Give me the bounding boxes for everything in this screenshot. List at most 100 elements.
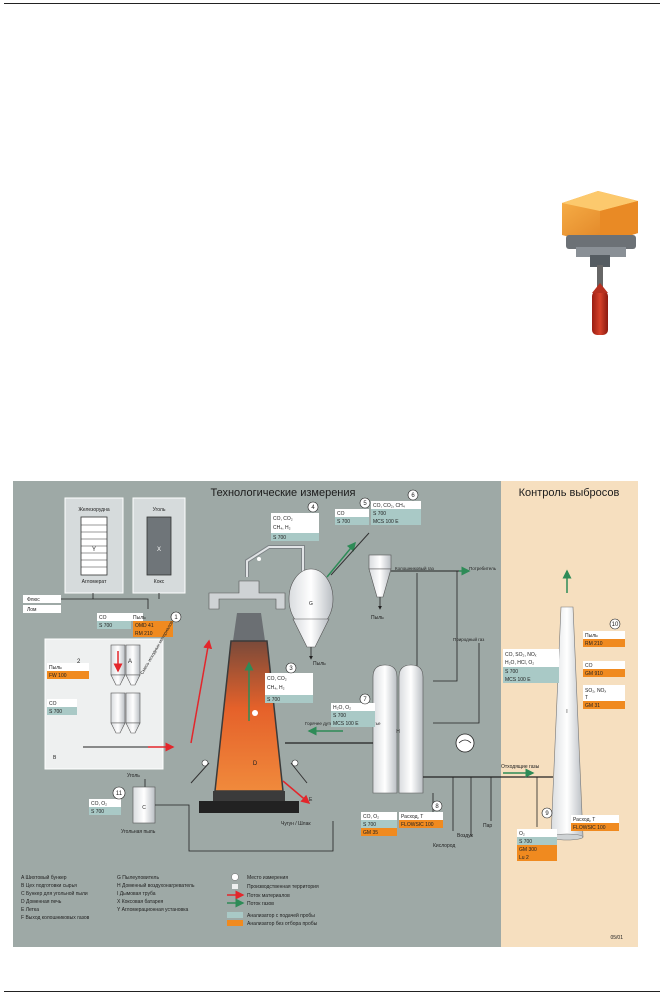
- svg-text:GM 300: GM 300: [519, 847, 537, 853]
- svg-text:T: T: [585, 695, 588, 701]
- svg-text:FW 100: FW 100: [49, 673, 67, 679]
- legend-left-2: C Бункер для угольной пыли: [21, 890, 88, 897]
- legend: A Шихтовый бункер B Цех подготовки сырья…: [21, 873, 319, 927]
- svg-text:H: H: [396, 729, 400, 735]
- cyclone: Пыль: [368, 554, 392, 621]
- top-rule: [4, 3, 660, 4]
- coal-dust-label: Угольная пыль: [121, 829, 156, 835]
- measurement-point-3: CO, CO₂ CH₄, H₂ S 700 3: [265, 662, 313, 703]
- svg-text:S 700: S 700: [99, 623, 112, 629]
- svg-text:O₂: O₂: [519, 831, 525, 837]
- svg-text:G: G: [309, 601, 313, 607]
- oxygen-label: Кислород: [433, 843, 455, 849]
- top-gas-label: Колошниковый газ: [395, 565, 434, 571]
- plant-area-legend-icon: [232, 884, 238, 889]
- svg-text:Пыль: Пыль: [585, 633, 598, 639]
- flux-label: Флюс: [27, 597, 40, 603]
- svg-text:CO, SO₂, NOₓ: CO, SO₂, NOₓ: [505, 652, 537, 658]
- svg-text:11: 11: [116, 791, 123, 797]
- diagram-code: 05/01: [610, 935, 623, 941]
- svg-text:CO: CO: [585, 663, 593, 669]
- dust-g-label: Пыль: [313, 661, 326, 667]
- fan-icon: [455, 733, 475, 753]
- svg-text:CH₄, H₂: CH₄, H₂: [267, 685, 285, 691]
- measurement-point-2b: CO S 700: [47, 699, 77, 715]
- sinter-label: Агломерат: [82, 579, 107, 585]
- svg-text:S 700: S 700: [373, 511, 386, 517]
- svg-text:RM 210: RM 210: [135, 631, 153, 637]
- air-label: Воздух: [457, 833, 474, 839]
- blast-furnace-diagram: Технологические измерения Контроль выбро…: [13, 481, 638, 947]
- svg-text:S 700: S 700: [333, 713, 346, 719]
- svg-text:Расход, T: Расход, T: [401, 814, 423, 820]
- svg-text:Пыль: Пыль: [49, 665, 62, 671]
- svg-text:CO, O₂: CO, O₂: [91, 801, 107, 807]
- svg-text:S 700: S 700: [505, 669, 518, 675]
- legend-mid-3: X Коксовая батарея: [117, 899, 163, 905]
- legend-mid-2: I Дымовая труба: [117, 891, 156, 897]
- svg-text:OMD 41: OMD 41: [135, 623, 154, 629]
- svg-text:1: 1: [174, 615, 178, 621]
- svg-text:CO, CO₂: CO, CO₂: [267, 676, 287, 682]
- measurement-point-4: CO, CO₂ CH₄, H₂ S 700 4: [271, 501, 319, 541]
- steam-label: Пар: [483, 823, 492, 829]
- svg-text:CH₄, H₂: CH₄, H₂: [273, 525, 291, 531]
- legend-right-5: Анализатор без отбора пробы: [247, 921, 318, 927]
- measurement-point-10c: CO GM 910: [583, 661, 625, 677]
- svg-text:MCS 100 E: MCS 100 E: [505, 677, 531, 683]
- coal-bunker-title: Уголь: [127, 773, 140, 779]
- svg-text:CO, O₂: CO, O₂: [363, 814, 379, 820]
- svg-text:Расход, T: Расход, T: [573, 817, 595, 823]
- measurement-point-9: O₂ S 700 GM 300 Lu 2 Расход, T FLOWSIC 1…: [517, 777, 619, 861]
- point-2-number: 2: [77, 659, 81, 665]
- svg-text:4: 4: [311, 505, 315, 511]
- emissions-title: Контроль выбросов: [519, 487, 620, 499]
- extractive-analyzer-swatch: [227, 912, 243, 918]
- legend-right-1: Производственная территория: [247, 884, 319, 890]
- svg-text:GM 31: GM 31: [585, 703, 600, 709]
- svg-text:H₂O, O₂: H₂O, O₂: [333, 705, 351, 711]
- coke-label: Кокс: [154, 579, 165, 585]
- svg-text:7: 7: [363, 697, 367, 703]
- legend-left-4: E Летка: [21, 907, 39, 913]
- legend-mid-4: Y Агломерационная установка: [117, 907, 189, 913]
- legend-right-3: Поток газов: [247, 901, 274, 907]
- probe-photo: [540, 185, 655, 340]
- measurement-point-8: CO, O₂ S 700 GM 35 Расход, T FLOWSIC 100…: [361, 800, 443, 836]
- svg-text:S 700: S 700: [273, 535, 286, 541]
- svg-text:FLOWSIC 100: FLOWSIC 100: [401, 822, 434, 828]
- legend-mid-0: G Пылеуловитель: [117, 875, 159, 881]
- svg-text:9: 9: [545, 811, 549, 817]
- consumer-label: Потребитель: [469, 566, 497, 571]
- measurement-point-11: CO, O₂ S 700 11: [89, 786, 126, 815]
- measurement-point-5: CO S 700 5: [335, 497, 371, 525]
- measurement-point-legend-icon: [231, 873, 239, 881]
- measurement-point-7: H₂O, O₂ S 700 MCS 100 E 7: [331, 693, 375, 727]
- svg-text:Пыль: Пыль: [133, 615, 146, 621]
- svg-text:C: C: [142, 805, 146, 811]
- measurement-point-10b: CO, SO₂, NOₓ H₂O, HCl, O₂ S 700 MCS 100 …: [503, 649, 559, 683]
- svg-text:FLOWSIC 100: FLOWSIC 100: [573, 825, 606, 831]
- measurement-point-6: CO, CO₂, CH₄ S 700 MCS 100 E 6: [371, 489, 421, 525]
- svg-text:GM 35: GM 35: [363, 830, 378, 836]
- legend-left-1: B Цех подготовки сырья: [21, 883, 77, 889]
- insitu-analyzer-swatch: [227, 920, 243, 926]
- scrap-label: Лом: [27, 607, 37, 613]
- bunker-A-letter: A: [128, 659, 132, 665]
- legend-left-0: A Шихтовый бункер: [21, 874, 67, 881]
- svg-text:S 700: S 700: [49, 709, 62, 715]
- ore-title: Железорудна: [78, 507, 110, 513]
- measurement-point-2: Пыль FW 100: [47, 663, 89, 679]
- dust-catcher: G Пыль: [288, 568, 334, 667]
- svg-text:S 700: S 700: [363, 822, 376, 828]
- svg-text:Lu 2: Lu 2: [519, 855, 529, 861]
- legend-right-0: Место измерения: [247, 875, 288, 881]
- svg-text:CO: CO: [49, 701, 57, 707]
- svg-text:CO: CO: [99, 615, 107, 621]
- svg-text:GM 910: GM 910: [585, 671, 603, 677]
- svg-text:MCS 100 E: MCS 100 E: [373, 519, 399, 525]
- svg-text:S 700: S 700: [519, 839, 532, 845]
- legend-right-4: Анализатор с подачей пробы: [247, 912, 315, 919]
- legend-left-5: F Выход колошниковых газов: [21, 915, 90, 921]
- dust-cyclone-label: Пыль: [371, 615, 384, 621]
